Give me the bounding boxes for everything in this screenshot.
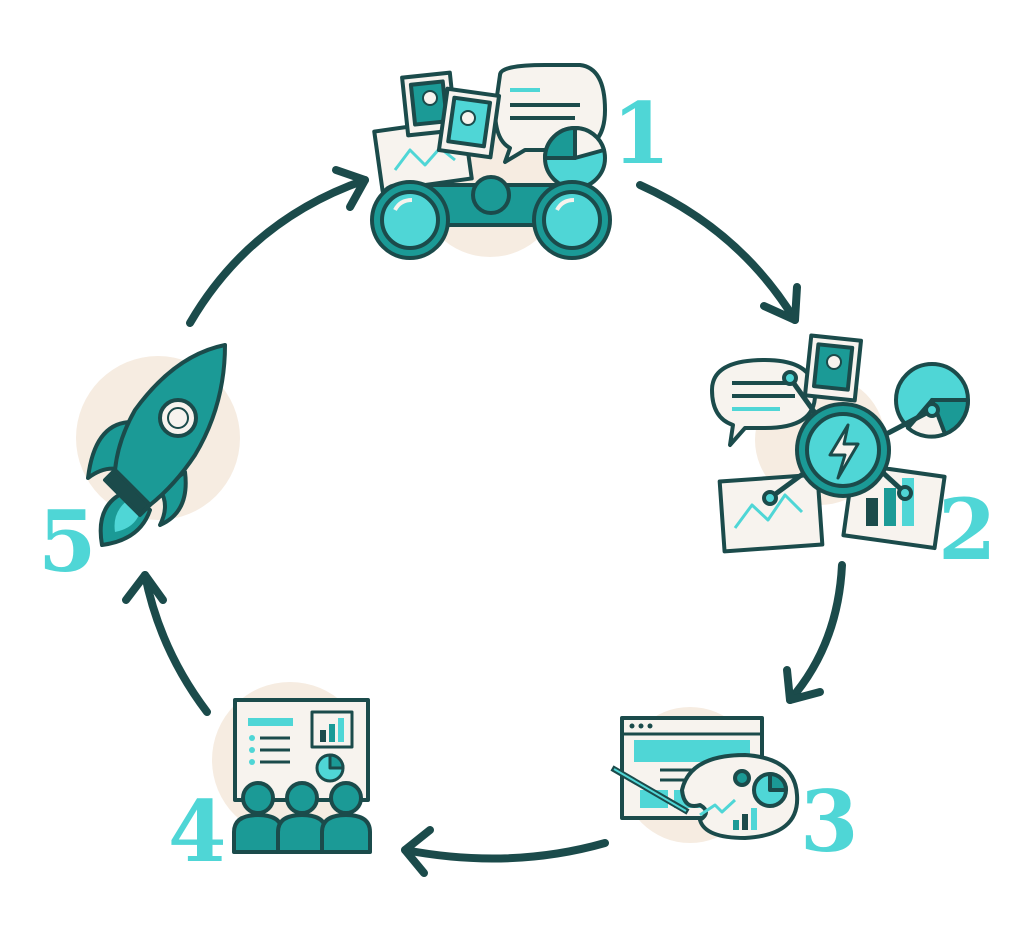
step-number-5: 5 <box>38 492 97 591</box>
data-analysis-hub-icon <box>710 333 971 554</box>
design-palette-screen-icon <box>610 707 800 843</box>
step-number-1: 1 <box>612 84 671 183</box>
arrow-5-to-1 <box>186 176 369 327</box>
arrowhead-2-to-3 <box>783 666 824 704</box>
step-number-2: 2 <box>938 480 997 579</box>
arrowhead-4-to-5 <box>122 571 167 604</box>
arrowhead-5-to-1 <box>332 166 369 211</box>
rocket-launch-icon <box>76 343 240 547</box>
binoculars-research-icon <box>370 63 612 260</box>
presentation-audience-icon <box>212 682 372 854</box>
arrow-2-to-3 <box>786 561 846 704</box>
arrowhead-3-to-4 <box>401 826 434 877</box>
step-number-4: 4 <box>168 782 227 881</box>
arrow-3-to-4 <box>401 839 609 863</box>
step-number-3: 3 <box>800 772 859 871</box>
arrowhead-1-to-2 <box>760 283 801 324</box>
arrow-1-to-2 <box>636 181 799 324</box>
arrow-4-to-5 <box>141 571 211 716</box>
